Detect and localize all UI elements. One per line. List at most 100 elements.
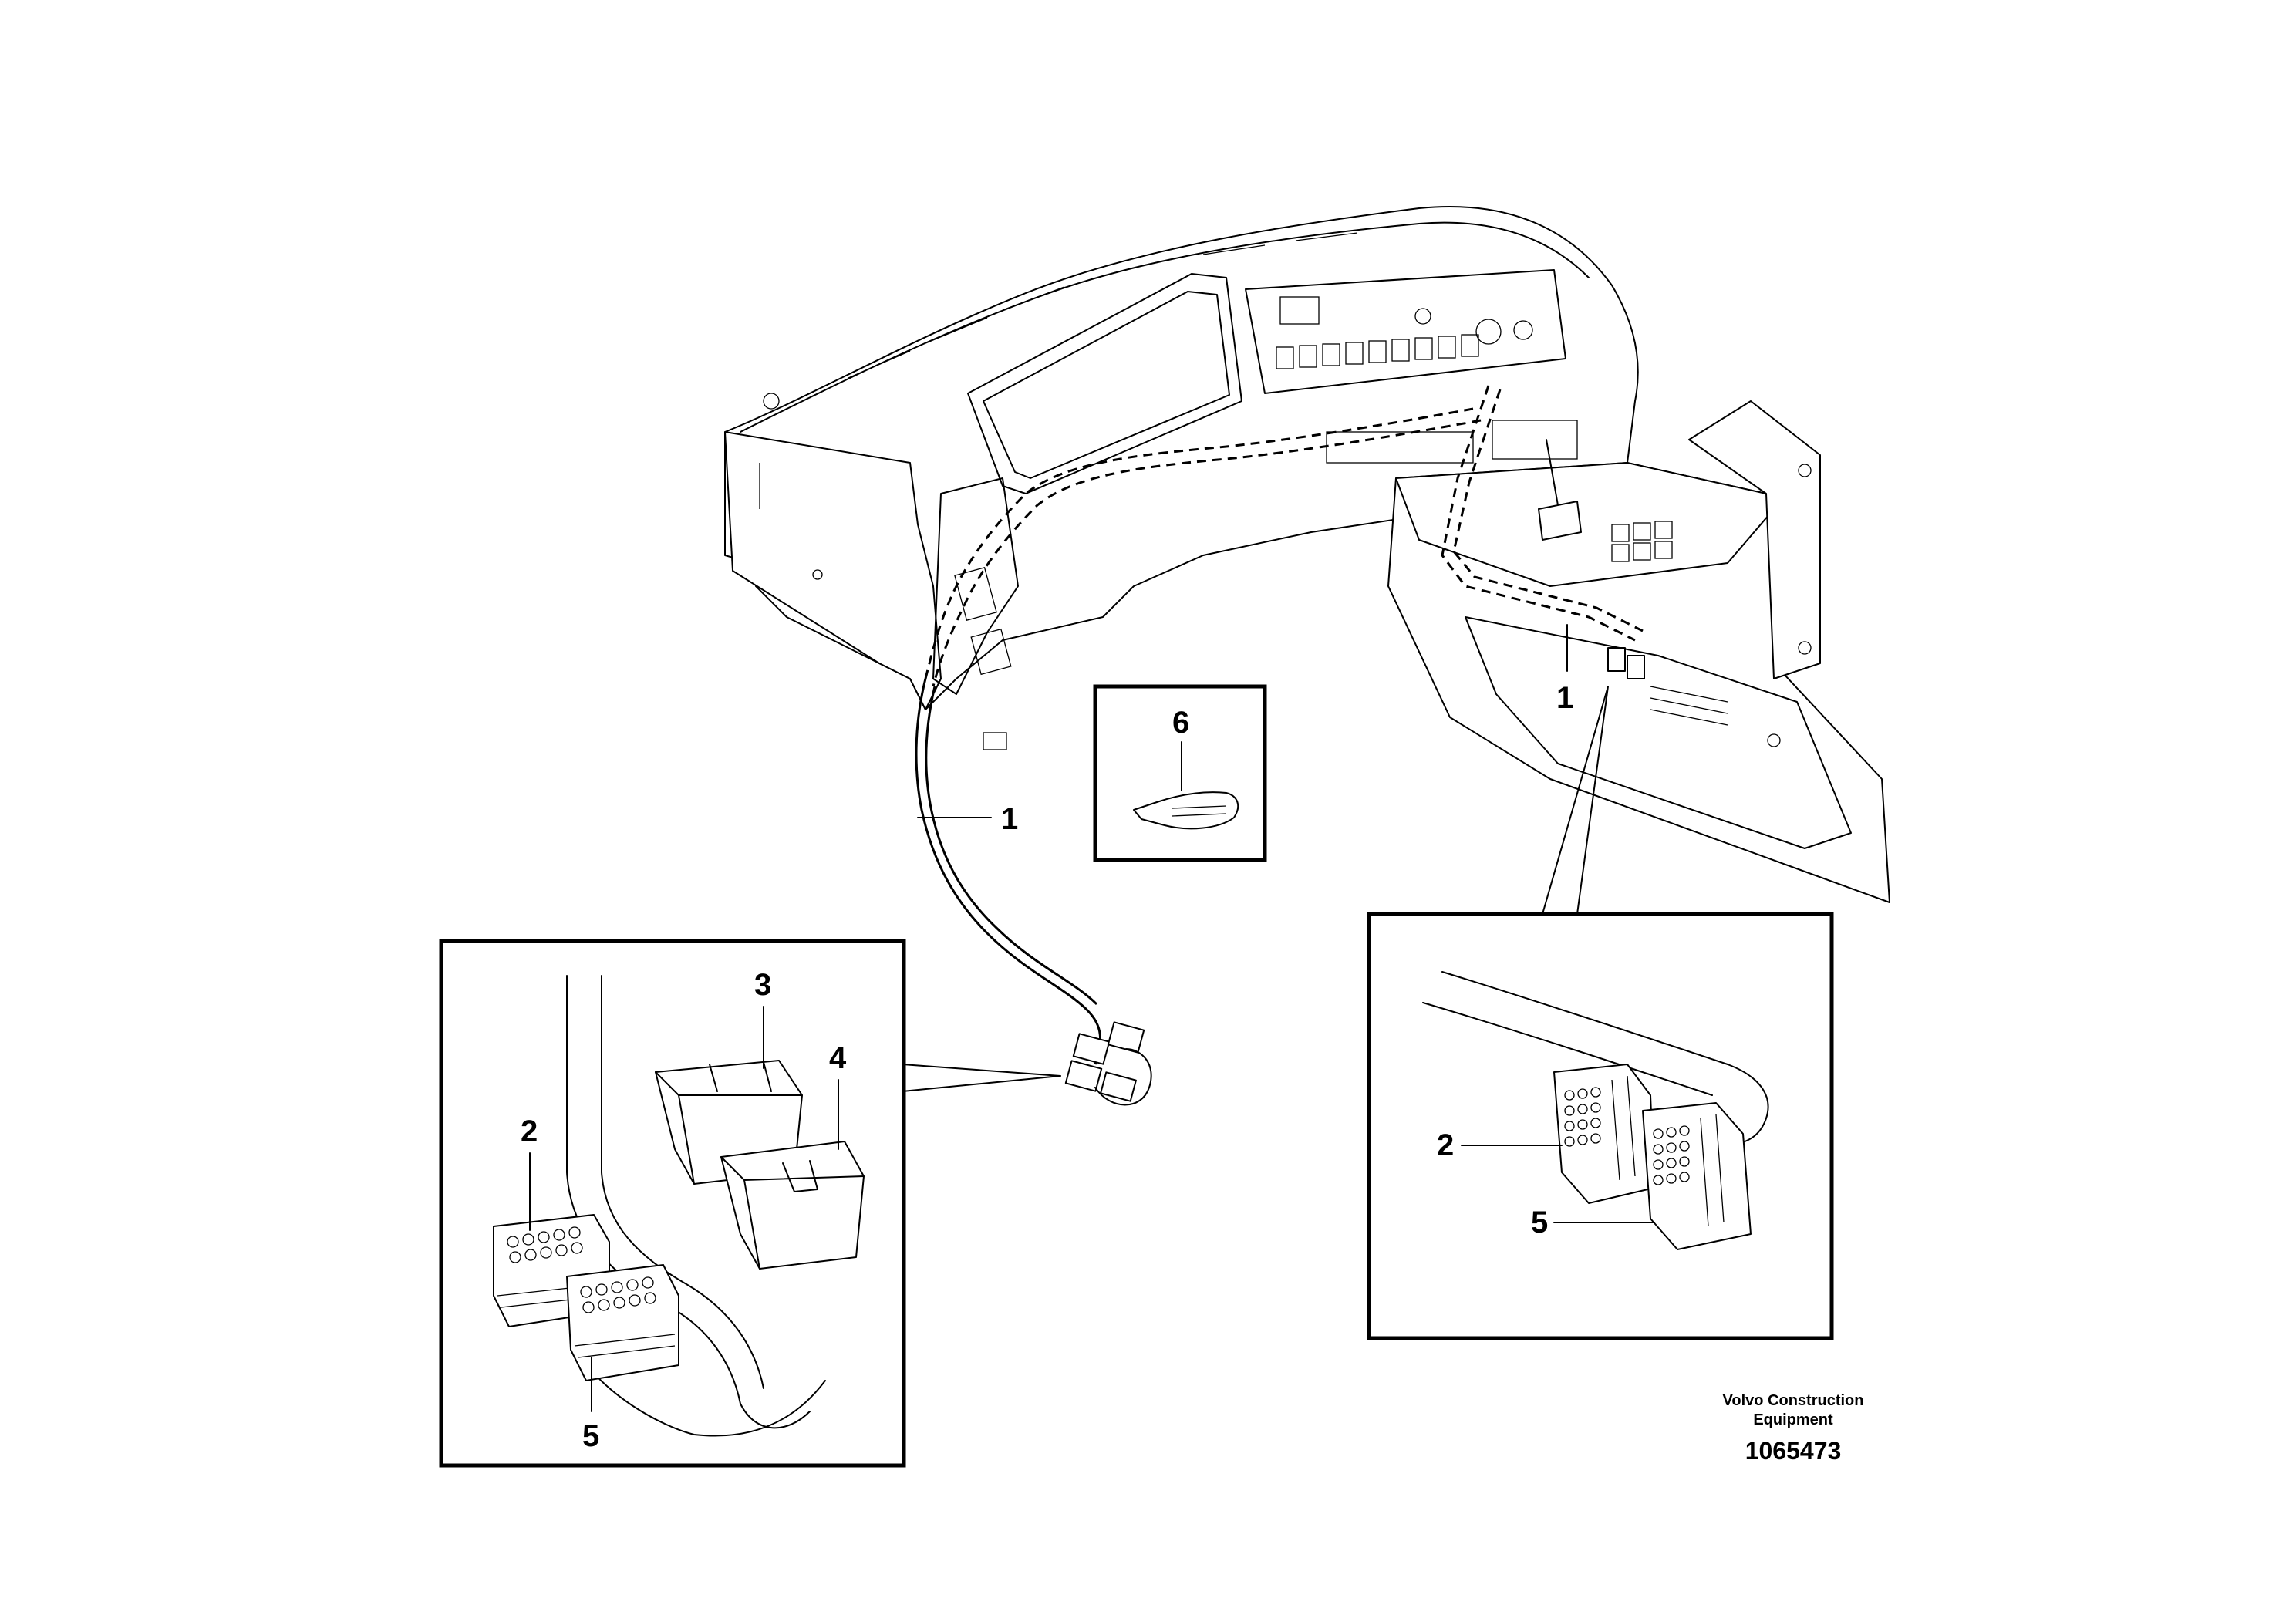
pin — [1564, 1105, 1575, 1116]
brand-line-1: Volvo Construction — [1723, 1392, 1864, 1409]
pin — [613, 1297, 625, 1309]
harness-connector — [1072, 1033, 1111, 1065]
pin — [1679, 1156, 1690, 1167]
switch — [1322, 343, 1340, 366]
callout-5-right: 5 — [1531, 1206, 1548, 1239]
console-front-panel — [1465, 616, 1852, 849]
callout-1-panel: 1 — [1556, 681, 1573, 715]
button — [1611, 524, 1630, 542]
harness-connector — [1107, 1021, 1145, 1054]
cable-tie-teeth — [1172, 805, 1227, 817]
bracket-bolt — [1767, 733, 1781, 747]
connector-5-right — [1642, 1102, 1752, 1250]
left-detail-box — [439, 939, 906, 1468]
connector-2-right — [1553, 1064, 1655, 1204]
button — [1633, 522, 1651, 541]
ignition-key-icon — [1475, 319, 1502, 345]
harness-connector — [1100, 1071, 1137, 1102]
cable-tie-icon — [1133, 791, 1239, 830]
bracket-bolt — [1798, 641, 1812, 655]
pin — [1577, 1088, 1588, 1099]
detail-cable — [570, 1341, 826, 1437]
display-screen-inner — [983, 291, 1230, 479]
switch — [1276, 346, 1294, 369]
pin — [1666, 1142, 1677, 1153]
pin — [580, 1286, 592, 1298]
pin — [1590, 1118, 1601, 1128]
dashboard-slots — [848, 232, 1358, 379]
detail-pointer-left — [902, 1064, 1061, 1092]
console-top — [1395, 462, 1775, 587]
harness-branch-dashed — [1441, 385, 1636, 642]
button — [1654, 541, 1673, 559]
callout-2-right: 2 — [1437, 1128, 1454, 1162]
connector-4 — [720, 1141, 865, 1270]
indicator-window — [1279, 296, 1320, 325]
wiring-harness — [915, 385, 1645, 1106]
panel-connector — [1627, 655, 1645, 679]
switch — [1438, 336, 1456, 359]
pin — [1679, 1172, 1690, 1182]
panel-opening — [970, 628, 1012, 676]
panel-opening — [954, 567, 997, 621]
connector-5-latch — [574, 1334, 676, 1358]
connector-3-top — [655, 1061, 803, 1185]
connector-2-right-latch — [1611, 1075, 1636, 1181]
right-detail-box — [1367, 912, 1834, 1340]
harness-route-dashed — [932, 419, 1482, 687]
pin — [1666, 1173, 1677, 1184]
switch — [1345, 342, 1364, 365]
pin — [626, 1279, 639, 1291]
pin — [1653, 1175, 1664, 1185]
connector-5-pins — [580, 1276, 656, 1313]
pin — [1577, 1119, 1588, 1130]
pin — [644, 1292, 656, 1304]
console-slot — [1492, 420, 1578, 460]
pin — [1564, 1090, 1575, 1101]
detail-pointer-right — [1542, 686, 1609, 915]
connector-5-right-latch — [1700, 1114, 1725, 1227]
pin — [538, 1231, 550, 1243]
harness-branch-dashed — [1452, 389, 1644, 632]
harness-cable — [915, 678, 1102, 1065]
connector-4-top — [720, 1156, 865, 1270]
pin — [595, 1283, 608, 1296]
pin — [568, 1226, 581, 1239]
callout-5-left: 5 — [582, 1419, 599, 1453]
knob-icon — [1414, 308, 1431, 325]
pin — [1577, 1104, 1588, 1114]
pin — [1564, 1136, 1575, 1147]
dashboard-assembly — [724, 205, 1890, 903]
pin — [507, 1236, 519, 1248]
panel-connector — [1607, 647, 1626, 672]
callout-1-harness: 1 — [1001, 802, 1018, 836]
button-icon — [1513, 320, 1533, 340]
callout-6: 6 — [1172, 706, 1189, 740]
pin — [1590, 1133, 1601, 1144]
pin — [1590, 1102, 1601, 1113]
pin — [1653, 1159, 1664, 1170]
switch — [1368, 340, 1387, 363]
pin — [611, 1281, 623, 1293]
switch-panel — [1245, 269, 1566, 394]
pin — [1577, 1135, 1588, 1145]
part-number: 1065473 — [1745, 1437, 1842, 1465]
button — [1654, 521, 1673, 539]
detail-cable — [1441, 971, 1728, 1065]
pin — [1679, 1125, 1690, 1136]
dashboard-bolt — [812, 569, 823, 580]
left-connector-detail: 2 3 4 5 — [439, 939, 1061, 1468]
callout-2-left: 2 — [521, 1114, 538, 1148]
pin — [553, 1229, 565, 1241]
dashboard-left-side — [724, 431, 942, 710]
pin — [1666, 1158, 1677, 1168]
button — [1633, 542, 1651, 561]
connector-2-pins — [507, 1226, 583, 1263]
rear-bracket — [1688, 400, 1821, 679]
dashboard-bolt — [763, 393, 780, 410]
pin — [555, 1244, 568, 1256]
pin — [1679, 1141, 1690, 1152]
harness-loop — [1094, 1048, 1152, 1106]
harness-route-dashed — [924, 407, 1474, 679]
harness-cable — [925, 686, 1098, 1006]
